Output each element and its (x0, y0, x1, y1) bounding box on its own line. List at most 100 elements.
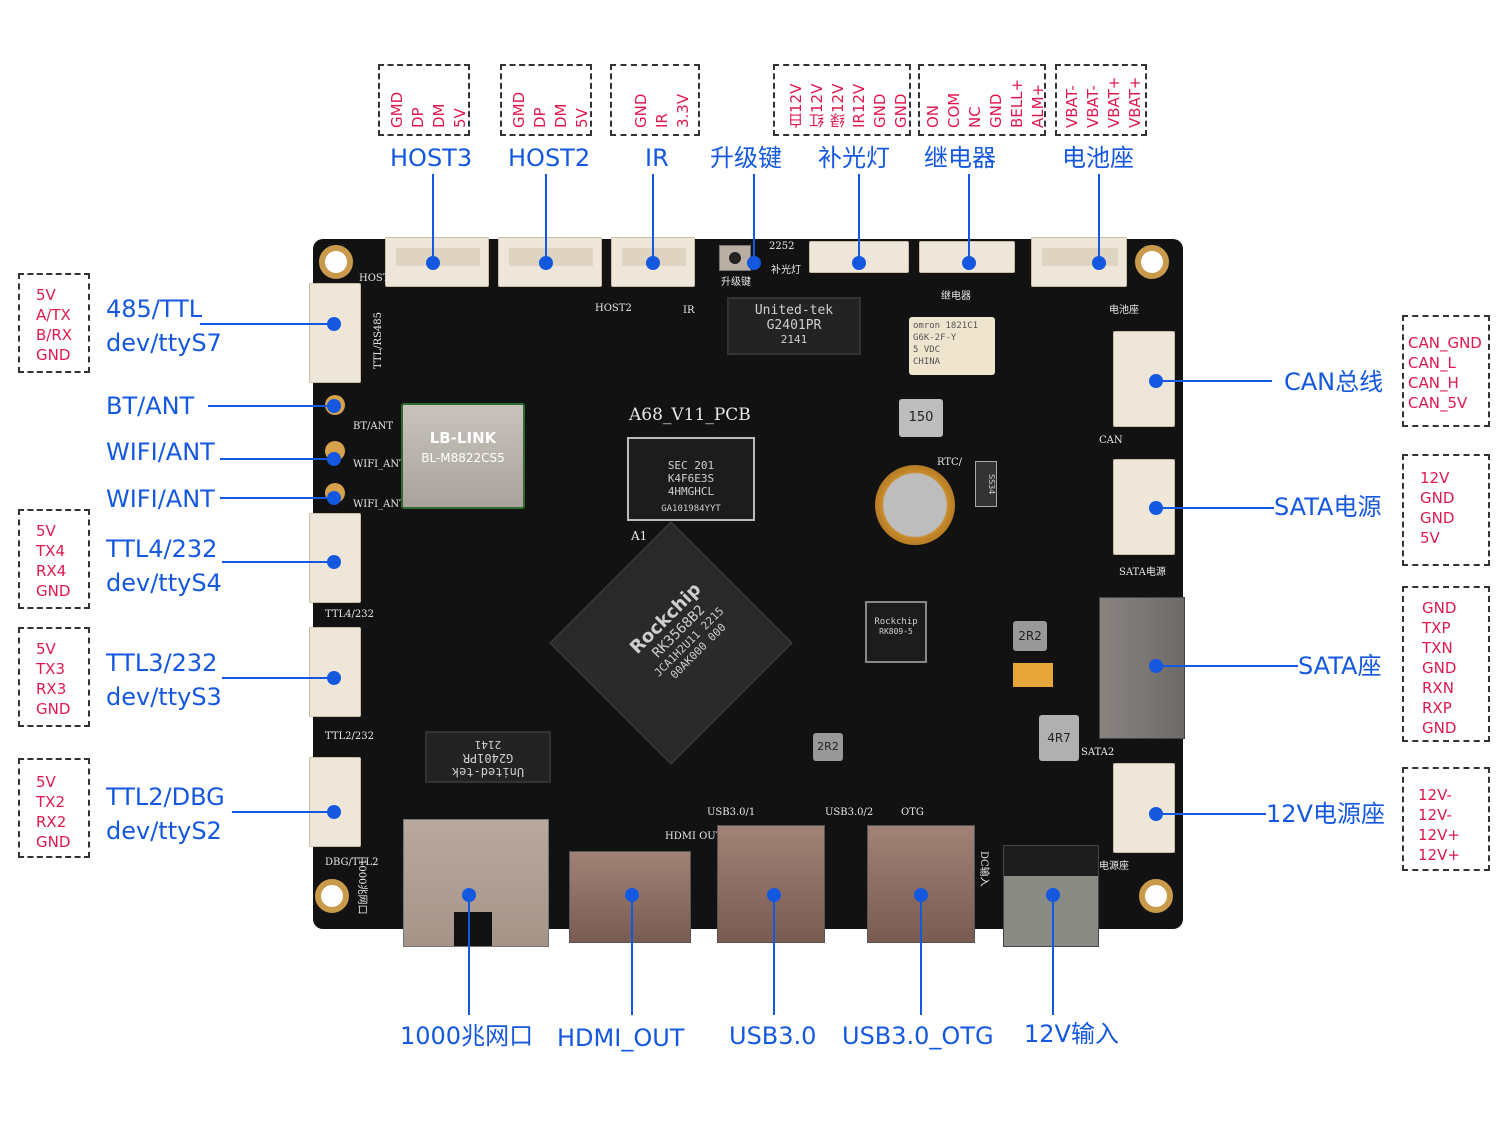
pin-label: GND (1420, 509, 1455, 527)
relay-origin: CHINA (913, 357, 941, 367)
diode: SS34 (975, 461, 997, 507)
pin-label: GND (36, 582, 71, 600)
dc-jack (1003, 845, 1099, 947)
label-485-title: 485/TTL (106, 295, 203, 323)
pinbox-can: CAN_GND CAN_L CAN_H CAN_5V (1402, 315, 1490, 427)
memory-line: K4F6E3S (667, 472, 715, 485)
leader-line (1098, 174, 1100, 262)
pin-list: 白12V 红12V 绿12V IR12V GND GND (787, 76, 911, 128)
chip-brand: United-tek (451, 765, 525, 779)
pin-label: RX2 (36, 813, 67, 831)
silk-host: HOST (359, 273, 390, 284)
pin-label: GND (892, 93, 910, 128)
pinbox-host2: GMD DP DM 5V (500, 64, 592, 136)
lan-transformer-top: United-tek G2401PR 2141 (727, 297, 861, 355)
chip-model: G2401PR (766, 318, 822, 333)
ethernet-port (403, 819, 549, 947)
leader-line (1156, 380, 1272, 382)
pin-label: IR12V (850, 83, 868, 128)
leader-line (1156, 813, 1266, 815)
label-sata-power: SATA电源 (1274, 493, 1382, 521)
memory-line: 4HMGHCL (667, 485, 715, 498)
silk-usb2: USB3.0/2 (825, 807, 874, 818)
connector-dot (767, 888, 781, 902)
silk-pcb-name: A68_V11_PCB (629, 405, 751, 425)
silk-sata2: SATA2 (1081, 747, 1115, 758)
relay: omron 1821C1 G6K-2F-Y 5 VDC CHINA (909, 317, 995, 375)
silk-fill-code: 2252 (769, 241, 795, 252)
pin-label: B/RX (36, 326, 73, 344)
label-lan: 1000兆网口 (400, 1022, 534, 1050)
connector-dot (462, 888, 476, 902)
pin-label: CAN_5V (1408, 394, 1468, 412)
connector-dot (327, 399, 341, 413)
inductor: 4R7 (1039, 715, 1079, 761)
silk-ttl2-232: TTL2/232 (325, 731, 374, 742)
label-battery: 电池座 (1062, 144, 1134, 172)
label-upgrade-key: 升级键 (710, 144, 782, 172)
pinbox-host3: GMD DP DM 5V (378, 64, 470, 136)
leader-line (968, 174, 970, 262)
label-wifi-ant-2: WIFI/ANT (106, 485, 215, 513)
pin-label: 5V (1420, 529, 1440, 547)
pin-label: RXP (1422, 699, 1452, 717)
silk-wifi-ant-1: WIFI_ANT (353, 459, 406, 470)
label-usb3: USB3.0 (729, 1022, 817, 1050)
label-ir: IR (645, 144, 669, 172)
inductor: 2R2 (1013, 621, 1047, 651)
pin-label: 12V (1420, 469, 1450, 487)
pin-label: TX3 (36, 660, 65, 678)
pin-label: RX4 (36, 562, 67, 580)
silk-hdmi: HDMI OUT (665, 831, 723, 842)
silk-bt-ant: BT/ANT (353, 421, 394, 432)
leader-line (208, 405, 334, 407)
pinbox-relay: ON COM NC GND BELL+ ALM+ (918, 64, 1047, 136)
leader-line (468, 895, 470, 1015)
lan-transformer-left: United-tek G2401PR 2141 (425, 731, 551, 783)
pin-label: RX3 (36, 680, 67, 698)
pmic-brand: Rockchip (874, 617, 918, 627)
connector-ttl2 (309, 757, 361, 847)
label-12v-power: 12V电源座 (1266, 800, 1385, 828)
pin-label: 12V- (1418, 806, 1452, 824)
pmic-chip: Rockchip RK809-5 (865, 601, 927, 663)
connector-dot (1092, 256, 1106, 270)
label-bt-ant: BT/ANT (106, 392, 195, 420)
pin-label: RXN (1422, 679, 1454, 697)
silk-lan: 1000兆网口 (356, 859, 367, 915)
connector-dot (327, 317, 341, 331)
pin-label: 5V (36, 522, 56, 540)
label-sata: SATA座 (1298, 652, 1382, 680)
pin-label: CAN_GND (1408, 334, 1482, 352)
connector-dot (962, 256, 976, 270)
memory-line: SEC 201 (667, 459, 715, 472)
connector-dot (625, 888, 639, 902)
chip-brand: United-tek (754, 303, 834, 318)
wifi-module-model: BL-M8822CS5 (421, 451, 505, 465)
connector-dot (1149, 501, 1163, 515)
pcb-board: 升级键 2252 补光灯 继电器 电池座 HOST HOST2 IR Unite… (309, 237, 1185, 947)
connector-dot (539, 256, 553, 270)
tantalum-capacitor (1013, 663, 1053, 687)
connector-dot (852, 256, 866, 270)
pinbox-fill-light: 白12V 红12V 绿12V IR12V GND GND (773, 64, 911, 136)
leader-line (232, 811, 334, 813)
leader-line (200, 323, 334, 325)
pin-label: 5V (573, 108, 591, 128)
leader-line (432, 174, 434, 262)
label-ttl2: TTL2/DBG dev/ttyS2 (106, 780, 225, 848)
pin-label: NC (966, 106, 984, 128)
pinbox-ttl4: 5V TX4 RX4 GND (18, 509, 90, 609)
pin-label: 白12V (787, 83, 805, 128)
pinbox-12v-power: 12V- 12V- 12V+ 12V+ (1402, 767, 1490, 871)
pin-label: 5V (36, 773, 56, 791)
pin-list: 5V A/TX B/RX GND (36, 285, 72, 365)
connector-dot (1149, 807, 1163, 821)
pin-label: GND (987, 93, 1005, 128)
connector-dot (327, 555, 341, 569)
pin-label: CAN_L (1408, 354, 1456, 372)
pin-label: 12V- (1418, 786, 1452, 804)
pin-label: GND (36, 833, 71, 851)
silk-can: CAN (1099, 435, 1123, 446)
pin-label: 5V (36, 286, 56, 304)
